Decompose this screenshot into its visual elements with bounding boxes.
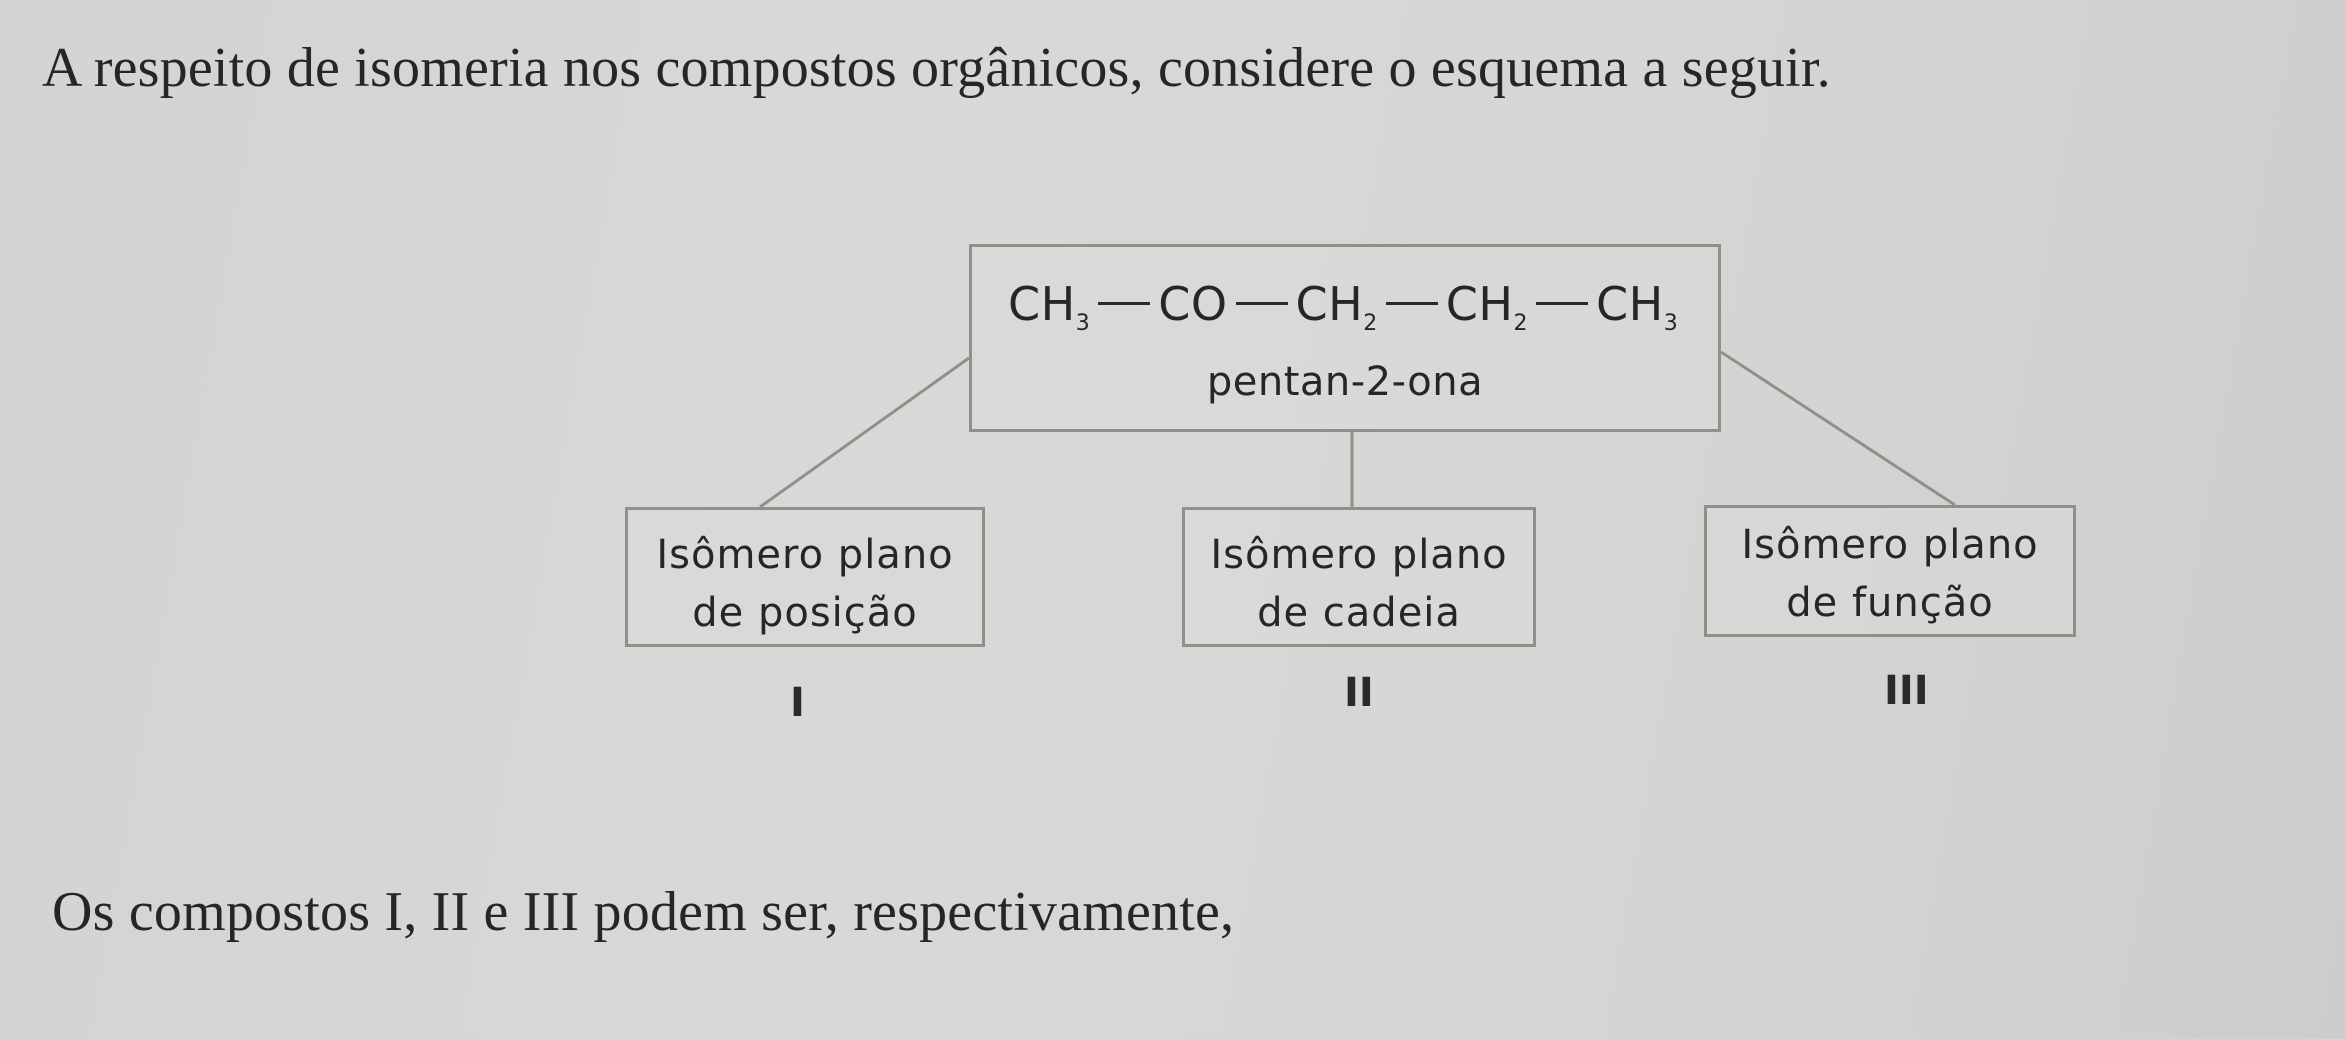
compound-name: pentan-2-ona bbox=[1206, 359, 1484, 405]
formula-subscript: 2 bbox=[1513, 311, 1528, 336]
numeral-iii: III bbox=[1884, 668, 1929, 714]
connector-line-to-iii bbox=[1720, 350, 1956, 507]
question-intro-text: A respeito de isomeria nos compostos org… bbox=[42, 37, 1831, 99]
formula-subscript: 2 bbox=[1363, 311, 1378, 336]
numeral-ii: II bbox=[1344, 670, 1374, 716]
isomer-type-label: Isômero plano bbox=[656, 532, 954, 578]
single-bond bbox=[1235, 302, 1288, 305]
connector-line-to-i bbox=[759, 356, 970, 509]
isomer-subtype-label: de cadeia bbox=[1257, 590, 1461, 636]
single-bond bbox=[1535, 302, 1588, 305]
single-bond bbox=[1098, 302, 1151, 305]
formula-group: CH bbox=[1295, 277, 1364, 331]
isomer-subtype-label: de função bbox=[1786, 580, 1994, 626]
formula-group: CO bbox=[1158, 277, 1228, 331]
formula-group: CH bbox=[1445, 277, 1514, 331]
single-bond bbox=[1385, 302, 1438, 305]
formula-group: CH bbox=[1595, 277, 1664, 331]
formula-group: CH bbox=[1008, 277, 1076, 331]
question-footer-text: Os compostos I, II e III podem ser, resp… bbox=[52, 881, 1235, 943]
isomer-box-ii: Isômero plano de cadeia bbox=[1182, 507, 1536, 647]
isomer-type-label: Isômero plano bbox=[1741, 522, 2039, 568]
formula-subscript: 3 bbox=[1663, 311, 1679, 336]
numeral-i: I bbox=[790, 680, 805, 726]
isomer-type-label: Isômero plano bbox=[1210, 532, 1508, 578]
isomer-box-iii: Isômero plano de função bbox=[1704, 505, 2076, 637]
isomer-subtype-label: de posição bbox=[692, 590, 918, 636]
isomer-box-i: Isômero plano de posição bbox=[625, 507, 985, 647]
formula-subscript: 3 bbox=[1075, 311, 1091, 336]
